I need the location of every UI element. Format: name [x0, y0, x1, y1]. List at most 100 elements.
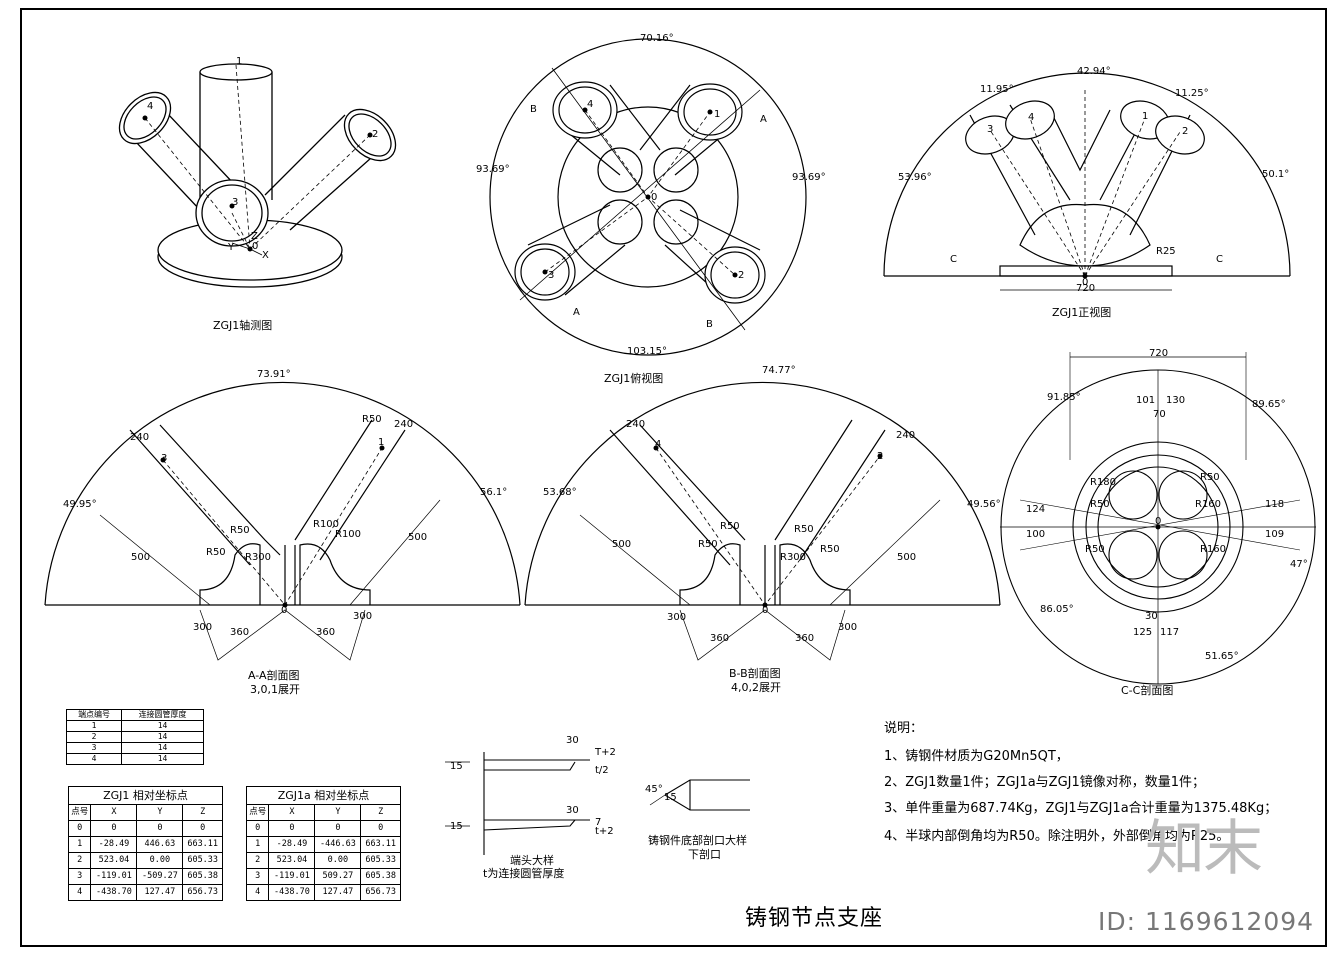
end-detail: [445, 752, 590, 855]
watermark-brand: 知末: [1145, 814, 1263, 884]
table-header: Z: [360, 804, 401, 821]
angle-front-2: 11.95°: [980, 84, 1014, 95]
angle-bb-1: 74.77°: [762, 365, 796, 376]
table-cell: 127.47: [314, 884, 362, 901]
table-cell: 1: [65, 720, 123, 732]
table-cell: 605.38: [360, 868, 401, 885]
axonometric-view: [118, 63, 397, 288]
table-cell: 0: [360, 820, 401, 837]
table-cell: 14: [121, 742, 204, 754]
dim-bb-base-2: 360: [710, 633, 730, 644]
section-bb-sub: 4,0,2展开: [731, 681, 781, 694]
dim-bottom-1: 45°: [645, 784, 663, 795]
table-cell: -509.27: [136, 868, 184, 885]
angle-cc-1: 91.85°: [1047, 392, 1081, 403]
pt-front-0: 0: [1082, 277, 1089, 288]
table-cell: 2: [67, 852, 92, 869]
note-item: 4、半球内部倒角均为R50。除注明外，外部倒角均为R25。: [884, 829, 1230, 844]
table-cell: 0: [67, 820, 92, 837]
dim-cc-left-2: 100: [1026, 529, 1046, 540]
sheet-border: [20, 8, 1327, 947]
bottom-detail-label: 铸钢件底部剖口大样: [648, 834, 747, 847]
angle-cc-2: 89.65°: [1252, 399, 1286, 410]
dim-bb-r2: R50: [794, 524, 814, 535]
pt-top-4: 4: [587, 99, 594, 110]
front-view: [883, 72, 1291, 291]
bottom-detail: [649, 779, 750, 811]
table-cell: 509.27: [314, 868, 362, 885]
dim-end-7: 15: [450, 761, 463, 772]
bottom-detail-sub: 下剖口: [688, 848, 721, 861]
table-cell: -438.70: [268, 884, 316, 901]
dim-cc-r2: R160: [1195, 499, 1222, 510]
table-header: Y: [314, 804, 362, 821]
axonometric-label: ZGJ1轴测图: [213, 319, 273, 332]
dim-end-6: 7: [595, 817, 602, 828]
axis-x: X: [262, 250, 269, 261]
table-header: X: [90, 804, 138, 821]
angle-aa-2: 49.95°: [63, 499, 97, 510]
dim-cc-mid-1: 70: [1153, 409, 1166, 420]
pt-axo-0: 0: [252, 241, 259, 252]
table-cell: 4: [67, 884, 92, 901]
dim-bottom-2: 15: [664, 792, 677, 803]
dim-aa-r5: R300: [245, 552, 272, 563]
angle-front-5: 50.1°: [1262, 169, 1290, 180]
dim-end-3: t/2: [595, 765, 609, 776]
table-cell: 605.33: [182, 852, 223, 869]
drawing-title: 铸钢节点支座: [745, 906, 884, 931]
dim-aa-base-3: 360: [316, 627, 336, 638]
pt-top-3: 3: [548, 270, 555, 281]
dim-cc-r4: R160: [1200, 544, 1227, 555]
dim-cc-right-1: 118: [1265, 499, 1285, 510]
pt-aa-0: 0: [281, 605, 288, 616]
angle-top-1: 70.16°: [640, 33, 674, 44]
angle-cc-4: 86.05°: [1040, 604, 1074, 615]
section-bb-label: B-B剖面图: [729, 667, 781, 680]
axis-y: Y: [228, 242, 235, 253]
pt-bb-4: 4: [655, 439, 662, 450]
dim-cc-top-1: 101: [1136, 395, 1156, 406]
section-cc-label: C-C剖面图: [1121, 684, 1174, 697]
table-header: 点号: [67, 804, 92, 821]
table-cell: 0: [268, 820, 316, 837]
dim-front-width: 720: [1076, 283, 1096, 294]
angle-cc-3: 47°: [1290, 559, 1308, 570]
dim-aa-base-1: 300: [193, 622, 213, 633]
dim-aa-r4: R50: [206, 547, 226, 558]
dim-bb-len-3: 240: [626, 419, 646, 430]
pt-axo-4: 4: [147, 101, 154, 112]
dim-cc-mid-2: 30: [1145, 611, 1158, 622]
angle-front-3: 11.25°: [1175, 88, 1209, 99]
dim-aa-len-2: 500: [408, 532, 428, 543]
dim-bb-r3: R300: [780, 552, 807, 563]
table-cell: 2: [65, 731, 123, 743]
pt-top-1: 1: [714, 109, 721, 120]
top-view-label: ZGJ1俯视图: [604, 372, 664, 385]
dim-cc-top-2: 130: [1166, 395, 1186, 406]
angle-aa-3: 56.1°: [480, 487, 508, 498]
dim-cc-right-2: 109: [1265, 529, 1285, 540]
angle-aa-1: 73.91°: [257, 369, 291, 380]
dim-bb-base-3: 360: [795, 633, 815, 644]
pt-aa-1: 1: [378, 437, 385, 448]
dim-end-5: t+2: [595, 826, 614, 837]
section-mark-c-right: C: [1216, 254, 1223, 265]
dim-aa-len-4: 240: [394, 419, 414, 430]
dim-aa-base-4: 300: [353, 611, 373, 622]
table-cell: 14: [121, 731, 204, 743]
watermark-id: ID: 1169612094: [1098, 907, 1315, 936]
table-header: 连接圆管厚度: [121, 709, 204, 721]
dim-bb-len-2: 500: [897, 552, 917, 563]
table-cell: -28.49: [90, 836, 138, 853]
table-header: 端点编号: [65, 709, 123, 721]
table-cell: 0: [182, 820, 223, 837]
